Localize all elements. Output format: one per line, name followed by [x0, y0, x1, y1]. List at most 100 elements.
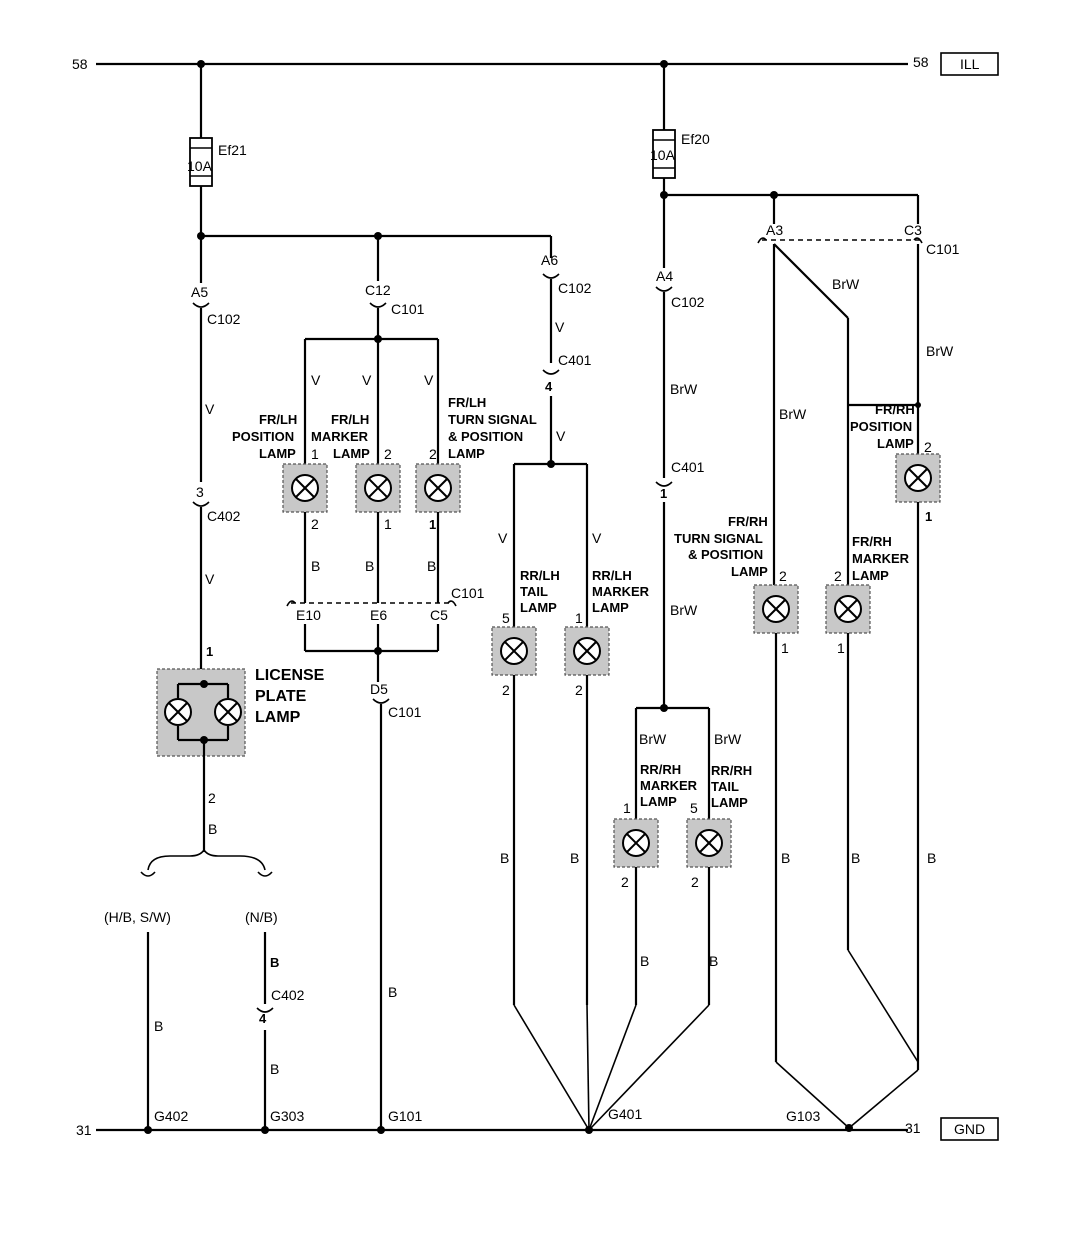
fr-lh-ground-branch: 2 1 1 B B B C101 E10 E6 C5 D5 C101 B: [286, 512, 485, 1130]
conn-d5: D5: [370, 681, 388, 697]
fr-lh-marker-label-2: MARKER: [311, 429, 369, 444]
fr-lh-turn-label-1: FR/LH: [448, 395, 486, 410]
wire-b-frrh-3: B: [927, 850, 936, 866]
rr-rh-tail-lamp: [686, 818, 732, 868]
fr-rh-turn-pin1: 1: [781, 640, 789, 656]
fr-rh-pos-label-3: LAMP: [877, 436, 914, 451]
fuse-ef20-name: Ef20: [681, 131, 710, 147]
variant-hb-sw: (H/B, S/W): [104, 909, 171, 925]
fuse-ef20-rating: 10A: [650, 147, 676, 163]
wire-brw-rrrh-marker: BrW: [639, 731, 667, 747]
fr-rh-branch: A3 C3 C101 BrW BrW BrW FR/RH POSITION LA…: [674, 195, 960, 586]
wire-b-g101: B: [388, 984, 397, 1000]
fuse-ef21-rating: 10A: [187, 158, 213, 174]
fr-rh-turn-label-4: LAMP: [731, 564, 768, 579]
conn-e6: E6: [370, 607, 387, 623]
fr-lh-turn-lamp: [415, 463, 461, 513]
rail-58-left-label: 58: [72, 56, 88, 72]
fr-rh-turn-label-2: TURN SIGNAL: [674, 531, 763, 546]
gnd-label: GND: [954, 1121, 985, 1137]
rr-lh-marker-label-3: LAMP: [592, 600, 629, 615]
fr-lh-pos-label-1: FR/LH: [259, 412, 297, 427]
rr-rh-branch: A4 C102 BrW C401 1 BrW BrW BrW RR/RH MAR…: [623, 268, 752, 820]
fr-rh-marker-pin1: 1: [837, 640, 845, 656]
wire-brw-c401: BrW: [670, 602, 698, 618]
fr-rh-marker-lamp: [825, 584, 871, 634]
wire-b-frlh-3: B: [427, 558, 436, 574]
license-lamp-label-3: LAMP: [255, 709, 301, 726]
conn-c101-c12: C101: [391, 301, 425, 317]
wire-b-rrlh-2: B: [570, 850, 579, 866]
rr-lh-tail-label-1: RR/LH: [520, 568, 560, 583]
left-splice: [197, 232, 553, 258]
rr-lh-ground: 2 2 B B: [500, 675, 710, 1131]
conn-c402-lower: C402: [271, 987, 305, 1003]
rr-lh-marker-label-1: RR/LH: [592, 568, 632, 583]
license-lamp-label-2: PLATE: [255, 688, 307, 705]
rr-rh-tail-label-3: LAMP: [711, 795, 748, 810]
pin-4-c401: 4: [545, 379, 553, 394]
wire-b-nb-2: B: [270, 1061, 279, 1077]
fr-lh-turn-label-3: & POSITION: [448, 429, 523, 444]
rr-lh-tail-lamp: [491, 626, 537, 676]
wire-brw-rrrh-tail: BrW: [714, 731, 742, 747]
gnd-rail: 31 31 GND G402 G303 G101 G401 G103: [76, 1106, 999, 1141]
wire-b-frrh-2: B: [851, 850, 860, 866]
fr-lh-pos-label-2: POSITION: [232, 429, 294, 444]
wire-v-frlh-turn: V: [424, 372, 434, 388]
wire-b-frrh-1: B: [781, 850, 790, 866]
fr-rh-position-lamp: [895, 453, 941, 503]
fr-lh-marker-label-1: FR/LH: [331, 412, 369, 427]
conn-c101-d5: C101: [388, 704, 422, 720]
fr-rh-marker-label-2: MARKER: [852, 551, 910, 566]
rail-31-right-label: 31: [905, 1120, 921, 1136]
fr-rh-marker-pin2: 2: [834, 568, 842, 584]
fr-lh-marker-label-3: LAMP: [333, 446, 370, 461]
rr-rh-marker-label-2: MARKER: [640, 778, 698, 793]
fr-lh-marker-pin1: 1: [384, 516, 392, 532]
conn-c102-a6: C102: [558, 280, 592, 296]
conn-c402-upper: C402: [207, 508, 241, 524]
conn-c5: C5: [430, 607, 448, 623]
conn-c102-a4: C102: [671, 294, 705, 310]
rr-rh-tail-pin5: 5: [690, 800, 698, 816]
fr-lh-pos-pin2: 2: [311, 516, 319, 532]
fr-lh-pos-label-3: LAMP: [259, 446, 296, 461]
ground-g401: G401: [608, 1106, 642, 1122]
rr-rh-tail-pin2: 2: [691, 874, 699, 890]
wire-v-frlh-pos: V: [311, 372, 321, 388]
fr-lh-turn-label-4: LAMP: [448, 446, 485, 461]
wire-v-a6: V: [555, 319, 565, 335]
license-pin-2: 2: [208, 790, 216, 806]
conn-a5: A5: [191, 284, 208, 300]
wire-brw-c3: BrW: [926, 343, 954, 359]
wire-v-rrlh-tail: V: [498, 530, 508, 546]
fr-rh-pos-label-1: FR/RH: [875, 402, 915, 417]
license-pin-1: 1: [206, 644, 213, 659]
rr-lh-tail-pin5: 5: [502, 610, 510, 626]
rr-rh-marker-lamp: [613, 818, 659, 868]
fuse-ef20: Ef20 10A: [650, 64, 918, 268]
fr-rh-pos-label-2: POSITION: [850, 419, 912, 434]
fr-lh-position-lamp: [282, 463, 328, 513]
license-lamp-label-1: LICENSE: [255, 667, 325, 684]
rr-lh-marker-lamp: [564, 626, 610, 676]
wire-v-c401: V: [556, 428, 566, 444]
fr-lh-turn-pin2: 2: [429, 446, 437, 462]
ground-g303: G303: [270, 1108, 304, 1124]
fr-lh-branch: C12 C101 V V V FR/LH POSITION LAMP FR/LH…: [232, 236, 537, 466]
wire-b-rrrh-1: B: [640, 953, 649, 969]
ground-g101: G101: [388, 1108, 422, 1124]
fuse-ef21-name: Ef21: [218, 142, 247, 158]
pin-3-c402: 3: [196, 484, 204, 500]
rr-lh-marker-pin2: 2: [575, 682, 583, 698]
fr-lh-marker-pin2: 2: [384, 446, 392, 462]
rr-rh-marker-label-3: LAMP: [640, 794, 677, 809]
fr-rh-pos-pin1: 1: [925, 509, 932, 524]
rail-31-left-label: 31: [76, 1122, 92, 1138]
fr-rh-turn-lamp: [753, 584, 799, 634]
fr-rh-pos-pin2: 2: [924, 439, 932, 455]
rr-lh-tail-label-3: LAMP: [520, 600, 557, 615]
rr-rh-ground: 2 2 B B: [621, 867, 718, 1005]
